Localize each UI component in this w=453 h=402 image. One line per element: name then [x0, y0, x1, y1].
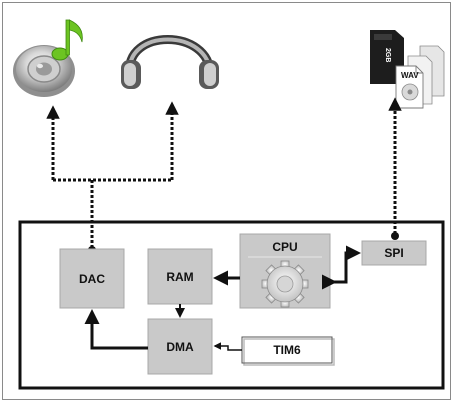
dac-label: DAC [79, 272, 105, 286]
sd-card-icon: 2GB [370, 30, 404, 84]
tim6-label: TIM6 [273, 343, 301, 357]
headphones-icon [121, 35, 219, 89]
spi-label: SPI [384, 246, 403, 260]
wav-file-icon: WAV [395, 45, 445, 109]
speaker-with-music-note-icon [13, 19, 83, 97]
cpu-label: CPU [272, 240, 297, 254]
spi-sd-dot [391, 232, 399, 240]
microcontroller-boundary [18, 220, 445, 390]
dac-block: DAC [59, 248, 125, 309]
dac-audio-output-connector [46, 101, 179, 248]
sd-card-label: 2GB [384, 48, 391, 62]
cpu-spi-link [322, 245, 361, 290]
cpu-gear-icon [261, 260, 309, 308]
dma-to-dac-arrow [84, 309, 148, 350]
tim6-block: TIM6 [241, 336, 335, 366]
tim6-to-dma-arrow [213, 342, 242, 351]
ram-block: RAM [147, 248, 213, 305]
cpu-block: CPU [239, 233, 331, 309]
spi-block: SPI [361, 240, 427, 266]
dma-label: DMA [166, 340, 194, 354]
wav-file-label: WAV [401, 71, 419, 80]
dma-block: DMA [147, 318, 213, 375]
ram-label: RAM [166, 270, 193, 284]
